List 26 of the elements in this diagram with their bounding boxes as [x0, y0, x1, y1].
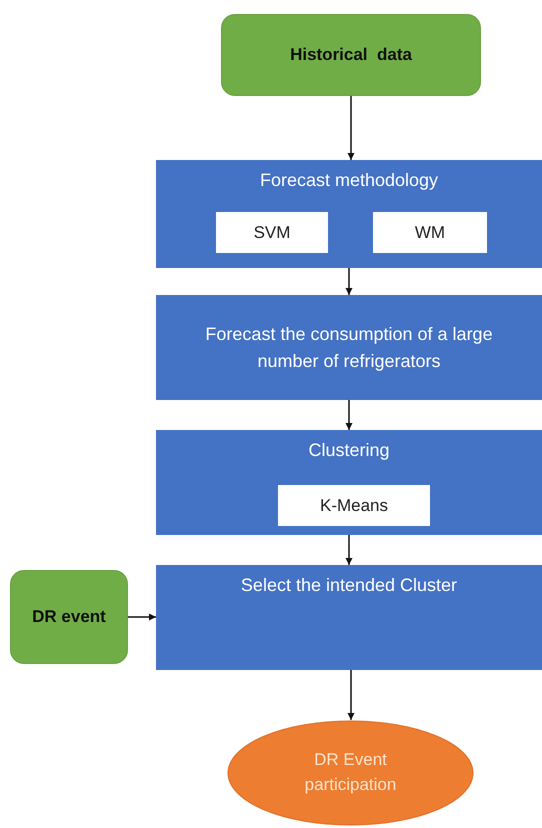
- start-box: [221, 14, 481, 96]
- process-box: [156, 565, 542, 670]
- method-box: [216, 212, 328, 253]
- end-ellipse: [227, 720, 474, 826]
- method-label: WM: [414, 222, 446, 242]
- node-label: DR Event participation: [304, 749, 398, 796]
- node-label: Forecast the consumption of a large number of refrigerators: [204, 323, 494, 373]
- arrow: [346, 400, 352, 430]
- arrow: [346, 268, 352, 295]
- node-label: Clustering: [308, 440, 390, 461]
- arrow: [128, 614, 156, 620]
- node-label: Historical data: [290, 45, 412, 65]
- process-box: [156, 430, 542, 535]
- process-box: [156, 295, 542, 400]
- method-box: [278, 485, 430, 526]
- node-label: DR event: [32, 607, 106, 627]
- method-label: K-Means: [320, 496, 388, 516]
- node-label: Select the intended Cluster: [240, 575, 458, 596]
- arrow: [346, 535, 352, 565]
- input-box: [10, 570, 128, 664]
- arrow: [348, 670, 354, 720]
- node-label: Forecast methodology: [260, 170, 438, 191]
- method-box: [373, 212, 487, 253]
- process-box: [156, 160, 542, 268]
- method-label: SVM: [254, 222, 290, 242]
- arrow: [348, 96, 354, 160]
